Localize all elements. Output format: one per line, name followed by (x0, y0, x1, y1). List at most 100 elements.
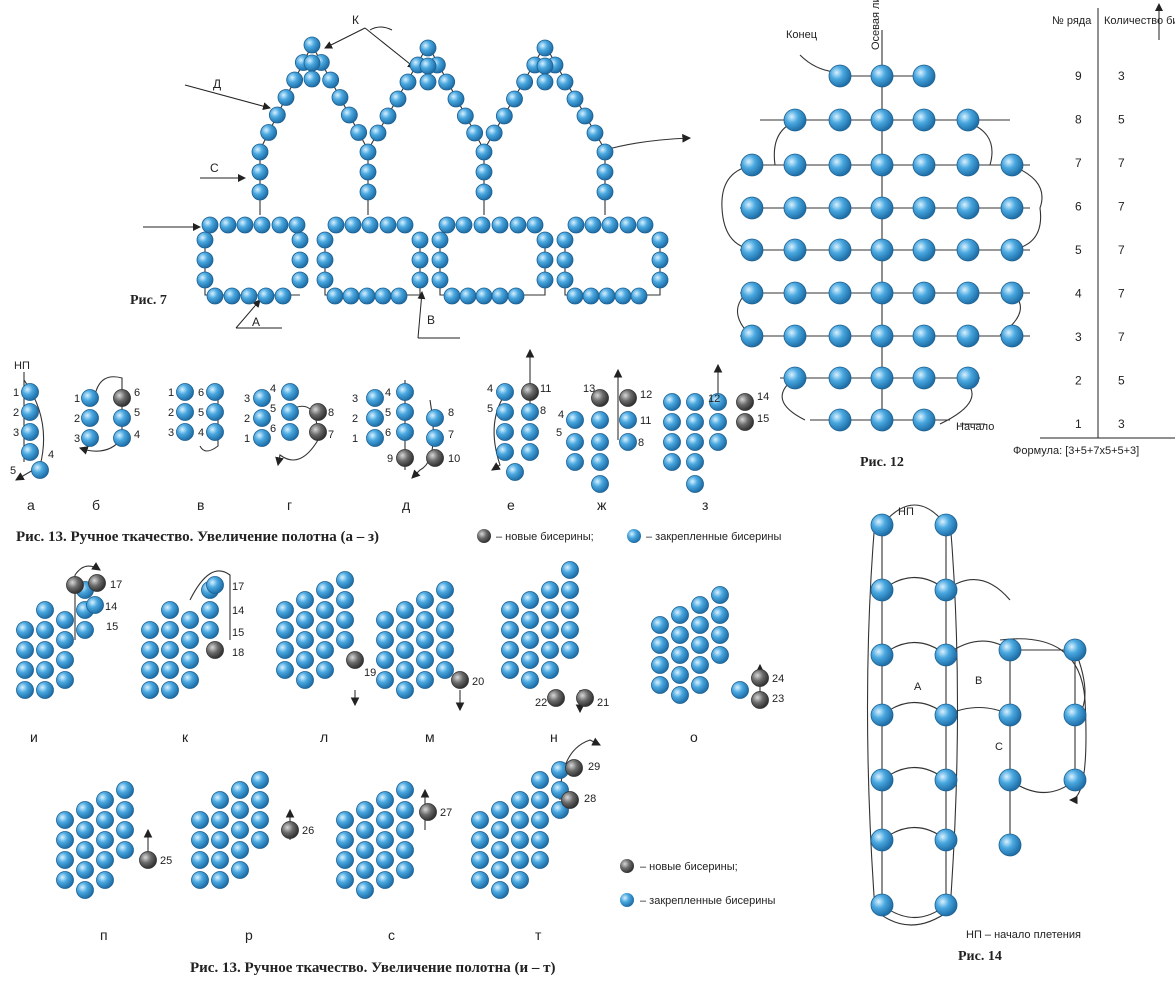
bead-number: 3 (13, 427, 19, 439)
fixed-bead (296, 611, 314, 629)
fixed-bead (591, 453, 609, 471)
fixed-bead (376, 651, 394, 669)
fixed-bead (783, 108, 807, 132)
fixed-bead (56, 811, 74, 829)
fixed-bead (76, 821, 94, 839)
fixed-bead (288, 216, 306, 234)
fig14-legend: НП – начало плетения (966, 929, 1081, 941)
fixed-bead (485, 124, 503, 142)
fixed-bead (291, 231, 309, 249)
fixed-bead (376, 851, 394, 869)
bead-number: 6 (134, 387, 140, 399)
fixed-bead (76, 841, 94, 859)
fixed-bead (356, 861, 374, 879)
fixed-bead (709, 393, 727, 411)
fig14-caption: Рис. 14 (958, 949, 1002, 964)
fixed-bead (322, 71, 340, 89)
bead-number: 3 (168, 427, 174, 439)
fixed-bead (828, 108, 852, 132)
fixed-bead (870, 768, 894, 792)
fixed-bead (376, 671, 394, 689)
bead-number: 13 (583, 383, 595, 395)
fixed-bead (231, 821, 249, 839)
fixed-bead (396, 781, 414, 799)
fixed-bead (419, 39, 437, 57)
fixed-bead (436, 581, 454, 599)
new-bead (309, 423, 327, 441)
fig12-row-number: 8 (1075, 113, 1082, 127)
fig12-label-axis: Осевая линия (870, 0, 882, 50)
fig13b-sublabel: т (535, 927, 542, 943)
fixed-bead (507, 287, 525, 305)
bead-number: 17 (232, 581, 244, 593)
fixed-bead (586, 124, 604, 142)
fixed-bead (331, 89, 349, 106)
fixed-bead (116, 801, 134, 819)
fixed-bead (870, 108, 894, 132)
fixed-bead (491, 287, 509, 305)
fixed-bead (541, 581, 559, 599)
fig7-label-k: К (352, 13, 359, 27)
fixed-bead (870, 196, 894, 220)
fixed-bead (379, 216, 397, 234)
fixed-bead (16, 681, 34, 699)
fixed-bead (211, 831, 229, 849)
fixed-bead (96, 811, 114, 829)
fixed-bead (251, 183, 269, 201)
fixed-bead (201, 601, 219, 619)
fixed-bead (436, 621, 454, 639)
fixed-bead (260, 124, 278, 141)
bead-number: 14 (105, 601, 117, 613)
bead-number: 2 (352, 413, 358, 425)
fixed-bead (912, 238, 936, 262)
fixed-bead (443, 287, 461, 305)
fixed-bead (471, 851, 489, 869)
fixed-bead (501, 661, 519, 679)
bead-number: 12 (640, 389, 652, 401)
fixed-bead (342, 287, 360, 305)
fixed-bead (582, 287, 600, 305)
fixed-bead (231, 861, 249, 879)
fig13a-legend-fixed-bead (627, 529, 641, 543)
fixed-bead (366, 389, 384, 407)
bead-number: 7 (448, 429, 454, 441)
fixed-bead (276, 661, 294, 679)
fixed-bead (438, 73, 456, 91)
fixed-bead (516, 73, 534, 91)
fixed-bead (671, 606, 689, 624)
fig13b-sublabel: и (30, 729, 38, 745)
fixed-bead (740, 153, 764, 177)
fixed-bead (396, 821, 414, 839)
fig13a-legend-new: – новые бисерины; (496, 531, 594, 543)
fixed-bead (56, 851, 74, 869)
fig13b-beads (16, 561, 769, 899)
fig12-row-count: 3 (1118, 417, 1125, 431)
fixed-bead (396, 641, 414, 659)
fixed-bead (416, 611, 434, 629)
fixed-bead (56, 611, 74, 629)
bead-number: 20 (472, 676, 484, 688)
fig13b-sublabel: н (550, 729, 558, 745)
fixed-bead (303, 70, 321, 88)
fig12-col-count: Количество бисерин (1104, 15, 1175, 27)
bead-number: 17 (110, 579, 122, 591)
fixed-bead (466, 124, 484, 142)
fixed-bead (1000, 196, 1024, 220)
fig13a-sublabel: а (27, 497, 35, 513)
fixed-bead (211, 851, 229, 869)
fig12-row-number: 2 (1075, 374, 1082, 388)
fixed-bead (56, 631, 74, 649)
fixed-bead (447, 90, 465, 108)
new-bead (426, 449, 444, 467)
bead-number: 23 (772, 693, 784, 705)
fixed-bead (281, 403, 299, 421)
fixed-bead (473, 216, 491, 234)
bead-number: 5 (385, 407, 391, 419)
fixed-bead (471, 871, 489, 889)
fixed-bead (240, 287, 258, 305)
fixed-bead (491, 881, 509, 899)
fixed-bead (671, 686, 689, 704)
fixed-bead (456, 107, 474, 125)
fixed-bead (356, 801, 374, 819)
fixed-bead (253, 216, 271, 234)
